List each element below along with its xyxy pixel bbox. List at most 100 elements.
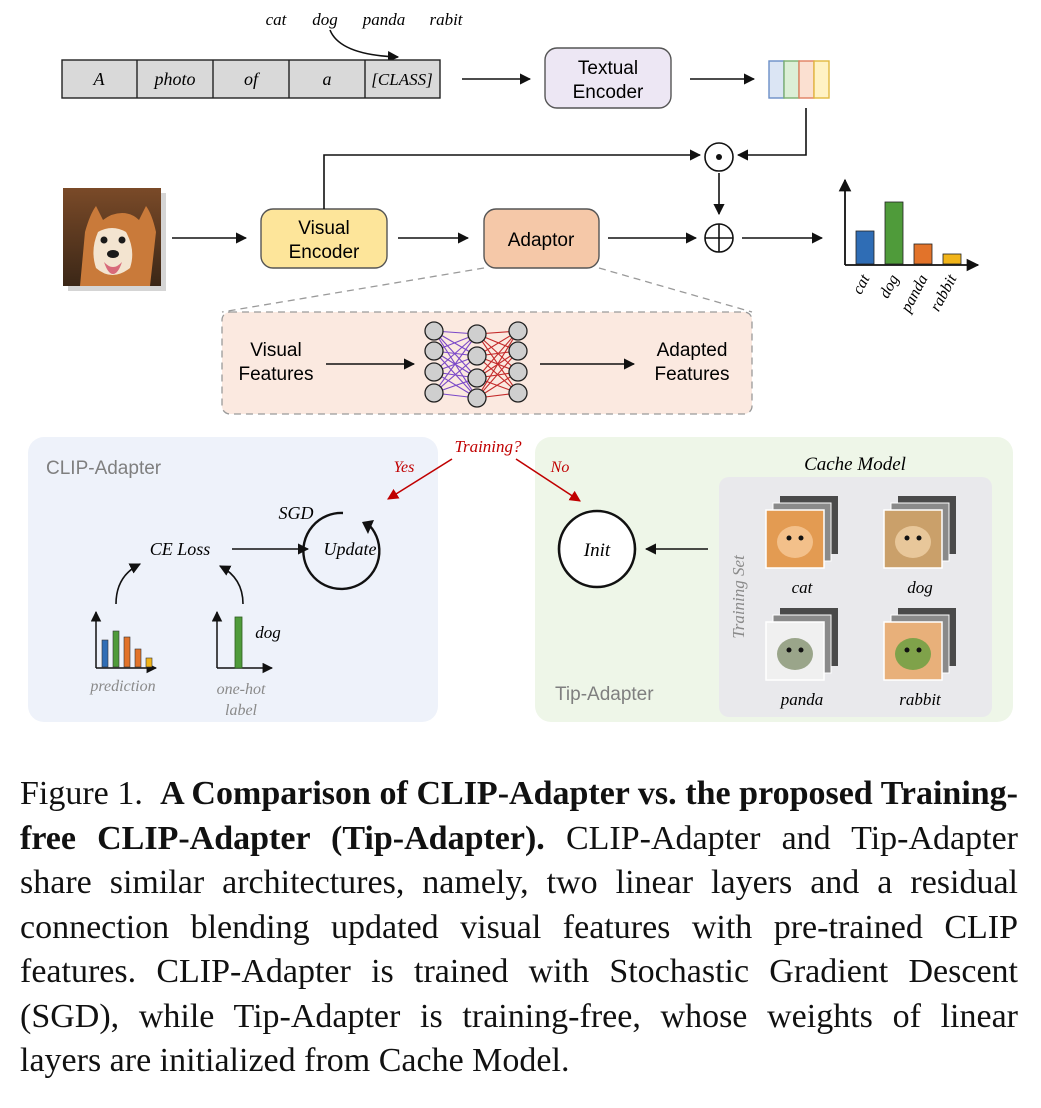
prompt-token: of xyxy=(244,69,261,89)
training-set-label: Training Set xyxy=(729,554,748,639)
adaptor-detail-panel xyxy=(221,311,753,415)
class-word: panda xyxy=(362,10,406,29)
init-label: Init xyxy=(583,540,611,561)
clip-adapter-title: CLIP-Adapter xyxy=(46,458,162,479)
branch-no-arrow xyxy=(515,458,581,502)
prediction-bar xyxy=(101,639,109,668)
cache-image-subject xyxy=(777,526,813,558)
prediction-bar xyxy=(112,630,120,668)
cache-class-label: rabbit xyxy=(899,690,942,709)
class-insert-arrow xyxy=(329,29,400,63)
cache-image-eye xyxy=(916,535,922,541)
class-words: cat dog panda rabit xyxy=(266,10,464,29)
cache-model-title: Cache Model xyxy=(804,454,906,475)
figure-diagram: cat dog panda rabit A photo of a [CLASS]… xyxy=(28,10,1013,722)
prompt-tokens: A photo of a [CLASS] xyxy=(61,59,441,99)
visual-features-label: Visual xyxy=(250,340,301,361)
cache-image-subject xyxy=(895,638,931,670)
output-bar-label: panda xyxy=(897,272,931,316)
cache-image-eye xyxy=(904,535,910,541)
output-bar xyxy=(855,230,875,265)
output-bar xyxy=(942,253,962,265)
cache-image-eye xyxy=(786,535,792,541)
cache-class-label: cat xyxy=(792,578,814,597)
mlp-edge xyxy=(476,330,519,379)
prediction-to-loss-arrow xyxy=(115,563,142,605)
branch-no-label: No xyxy=(550,459,570,476)
mlp-node xyxy=(467,346,487,366)
cache-image-eye xyxy=(916,647,922,653)
adaptor-box xyxy=(483,208,600,269)
training-question: Training? xyxy=(454,437,522,456)
visual-encoder-label: Visual xyxy=(298,218,349,239)
prompt-token: A xyxy=(93,69,106,89)
mlp-node xyxy=(424,383,444,403)
mlp-node xyxy=(467,388,487,408)
prediction-bar xyxy=(145,657,153,668)
adaptor-label: Adaptor xyxy=(508,230,575,251)
mlp-edge xyxy=(476,330,519,399)
diagram-canvas: cat dog panda rabit A photo of a [CLASS]… xyxy=(28,10,1013,722)
prompt-token: a xyxy=(323,69,332,89)
mlp-edge xyxy=(476,350,519,399)
one-hot-mini-chart xyxy=(211,610,274,674)
init-circle xyxy=(557,509,637,589)
output-bar-label: cat xyxy=(849,271,873,297)
mlp-node xyxy=(508,362,528,382)
cache-image-eye xyxy=(786,647,792,653)
cache-image-eye xyxy=(904,647,910,653)
mlp-node xyxy=(424,321,444,341)
tip-adapter-title: Tip-Adapter xyxy=(555,684,654,705)
update-label: Update xyxy=(324,539,377,559)
output-bar xyxy=(884,201,904,265)
class-word: dog xyxy=(312,10,338,29)
one-hot-bar xyxy=(234,616,243,669)
figure-caption: Figure 1. A Comparison of CLIP-Adapter v… xyxy=(20,772,1018,1084)
cache-image-eye xyxy=(798,647,804,653)
mlp-node xyxy=(424,341,444,361)
adaptor-zoom-line-left xyxy=(221,267,485,313)
clip-adapter-panel xyxy=(28,437,438,722)
prediction-mini-chart xyxy=(90,610,158,674)
update-cycle-icon xyxy=(302,511,381,591)
adapted-features-label: Features xyxy=(655,364,730,385)
cache-image-subject xyxy=(895,526,931,558)
visual-feature-skip-arrow xyxy=(323,149,702,209)
cache-class-label: dog xyxy=(907,578,933,597)
label-to-loss-arrow xyxy=(219,565,244,605)
caption-lead: Figure 1. xyxy=(20,775,143,812)
class-word: rabit xyxy=(429,10,463,29)
update-cycle-arrowhead xyxy=(362,520,374,534)
mlp-network-icon xyxy=(424,321,528,408)
visual-encoder-label: Encoder xyxy=(289,242,360,263)
one-hot-class-label: dog xyxy=(255,623,281,642)
output-bar-label: dog xyxy=(876,272,902,301)
branch-yes-arrow xyxy=(387,458,453,500)
sgd-label: SGD xyxy=(279,503,314,523)
caption-body: CLIP-Adapter and Tip-Adapter share simil… xyxy=(20,819,1019,1080)
cache-image-eye xyxy=(798,535,804,541)
ce-loss-label: CE Loss xyxy=(150,539,211,559)
textual-encoder-box xyxy=(544,47,672,109)
prediction-label: prediction xyxy=(89,678,155,695)
prompt-token: [CLASS] xyxy=(371,70,432,89)
adaptor-zoom-line-right xyxy=(598,267,753,313)
mlp-node xyxy=(424,362,444,382)
prediction-bar xyxy=(123,636,131,668)
mlp-node xyxy=(508,383,528,403)
mlp-node xyxy=(467,324,487,344)
mlp-edge xyxy=(433,330,478,379)
mlp-node xyxy=(508,321,528,341)
textual-encoder-label: Textual xyxy=(578,58,638,79)
mlp-edge xyxy=(433,333,478,394)
one-hot-label: label xyxy=(225,702,258,719)
textual-encoder-label: Encoder xyxy=(573,82,644,103)
prompt-token: photo xyxy=(152,69,195,89)
output-bar-label: rabbit xyxy=(927,271,961,314)
cache-image-subject xyxy=(777,638,813,670)
output-bar xyxy=(913,243,933,265)
prediction-bar xyxy=(134,648,142,668)
visual-features-label: Features xyxy=(239,364,314,385)
class-word: cat xyxy=(266,10,288,29)
